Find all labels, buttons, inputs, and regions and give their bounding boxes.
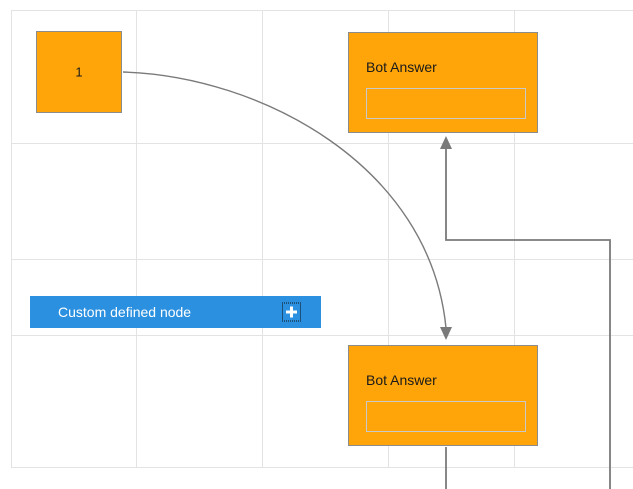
plus-icon[interactable] xyxy=(282,302,301,322)
node-start[interactable]: 1 xyxy=(36,31,122,113)
edge-start-to-bottom-arrowhead xyxy=(440,327,452,340)
custom-defined-node-bar[interactable]: Custom defined node xyxy=(30,296,321,328)
plus-icon-vertical-stroke xyxy=(290,306,293,318)
custom-defined-node-label: Custom defined node xyxy=(58,304,192,320)
node-bot-answer-bottom-title: Bot Answer xyxy=(366,372,437,388)
node-bot-answer-top-slot[interactable] xyxy=(366,88,526,119)
node-bot-answer-top[interactable]: Bot Answer xyxy=(348,32,538,133)
edge-right-to-top-arrowhead xyxy=(440,136,452,149)
node-bot-answer-bottom-slot[interactable] xyxy=(366,401,526,432)
node-start-id-label: 1 xyxy=(75,64,83,80)
node-bot-answer-top-title: Bot Answer xyxy=(366,59,437,75)
node-bot-answer-bottom[interactable]: Bot Answer xyxy=(348,345,538,446)
